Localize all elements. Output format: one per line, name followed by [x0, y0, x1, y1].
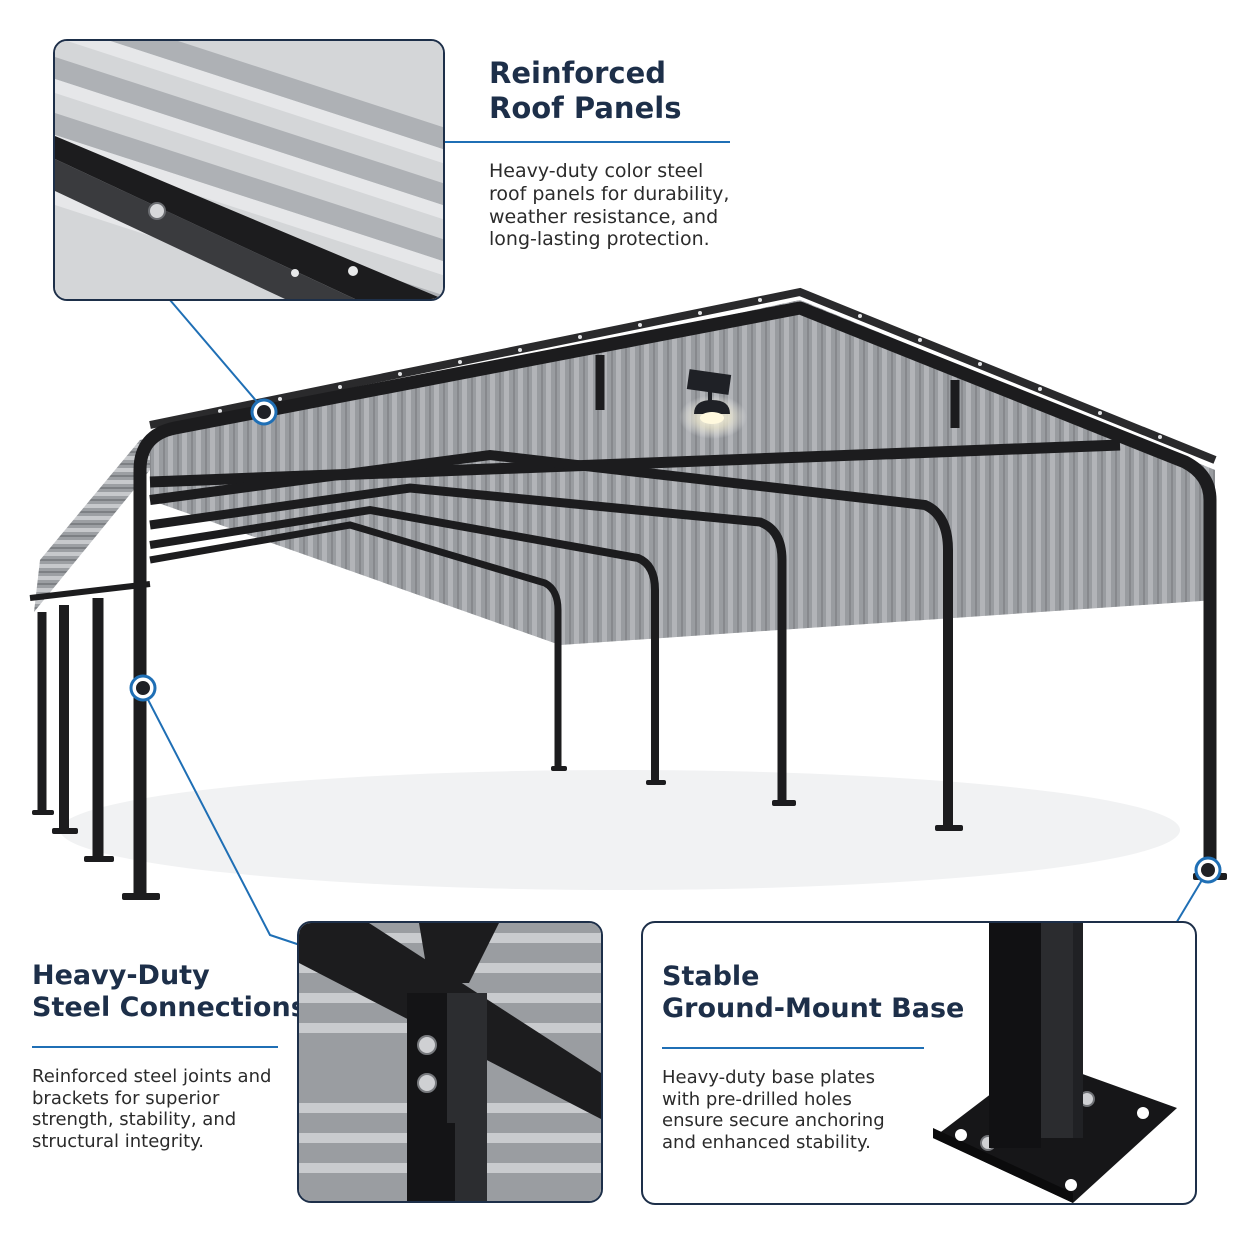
steel-connections-divider — [32, 1046, 278, 1048]
roof-callout-marker-icon — [250, 398, 278, 426]
ground-mount-base-title: Stable Ground-Mount Base — [662, 961, 965, 1025]
steel-connections-description: Reinforced steel joints and brackets for… — [32, 1066, 272, 1152]
roof-panels-description: Heavy-duty color steel roof panels for d… — [489, 160, 730, 251]
connection-callout-marker-icon — [129, 674, 157, 702]
solar-lamp-icon — [686, 369, 732, 424]
steel-connections-title: Heavy-Duty Steel Connections — [32, 960, 307, 1024]
base-callout-marker-icon — [1194, 856, 1222, 884]
ground-mount-base-description: Heavy-duty base plates with pre-drilled … — [662, 1067, 885, 1153]
roof-panels-detail-image — [53, 39, 445, 301]
roof-panels-title: Reinforced Roof Panels — [489, 56, 682, 125]
ground-mount-base-divider — [662, 1047, 924, 1049]
steel-connections-detail-image — [297, 921, 603, 1203]
ground-mount-base-card: Stable Ground-Mount Base Heavy-duty base… — [641, 921, 1197, 1205]
